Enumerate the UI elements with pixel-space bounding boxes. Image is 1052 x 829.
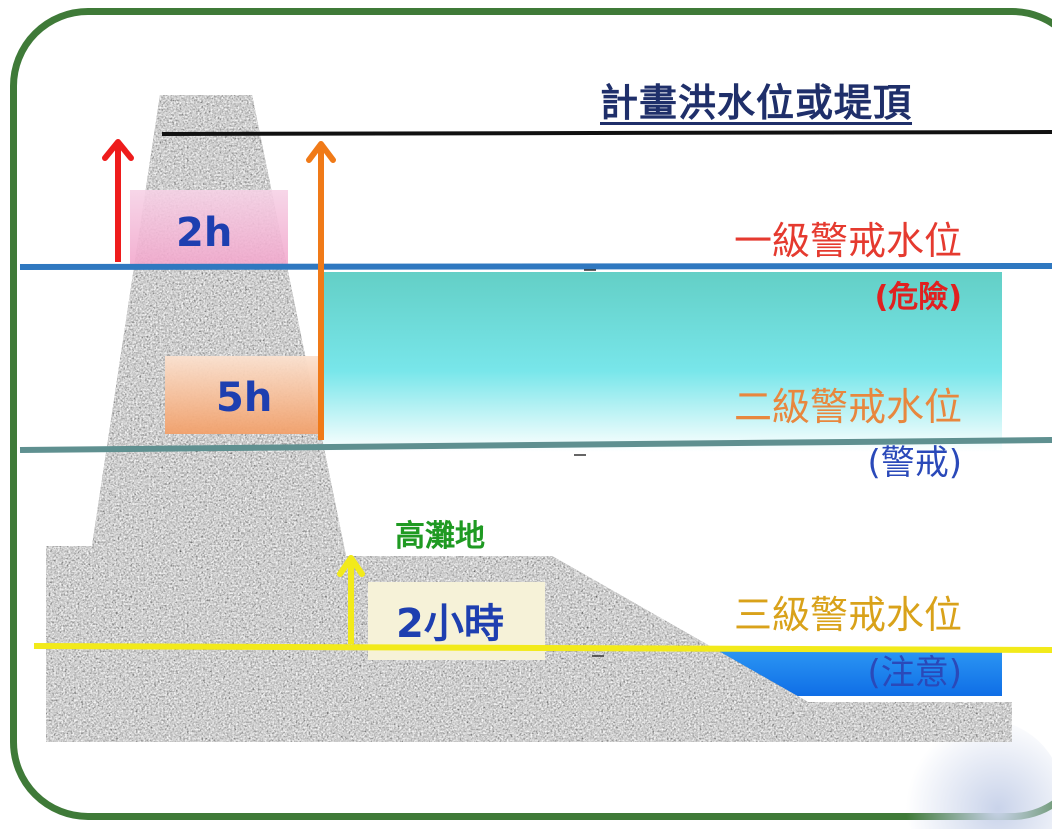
level2-line <box>19 437 1052 453</box>
level2-label: 二級警戒水位 <box>733 385 962 429</box>
red-arrow-icon <box>102 139 134 262</box>
flood-level-title: 計畫洪水位或堤頂 <box>600 81 913 125</box>
crest-line <box>161 130 1052 136</box>
orange-arrow-icon <box>306 141 336 440</box>
level2-note: (警戒) <box>867 443 962 483</box>
level3-note: (注意) <box>867 653 962 693</box>
yellow-arrow-icon <box>337 555 365 644</box>
interval-box-5h <box>165 356 319 434</box>
level3-label: 三級警戒水位 <box>733 593 962 637</box>
interval-box-2h <box>130 190 288 266</box>
interval-2hours-label: 2小時 <box>396 601 504 647</box>
level1-line <box>19 263 1052 270</box>
level1-label: 一級警戒水位 <box>733 219 962 263</box>
level1-note: (危險) <box>874 280 962 315</box>
interval-2h-label: 2h <box>176 210 233 256</box>
interval-5h-label: 5h <box>216 375 273 421</box>
floodplain-label: 高灘地 <box>395 519 485 554</box>
upper-water <box>320 272 1002 452</box>
level3-line <box>33 643 1052 653</box>
